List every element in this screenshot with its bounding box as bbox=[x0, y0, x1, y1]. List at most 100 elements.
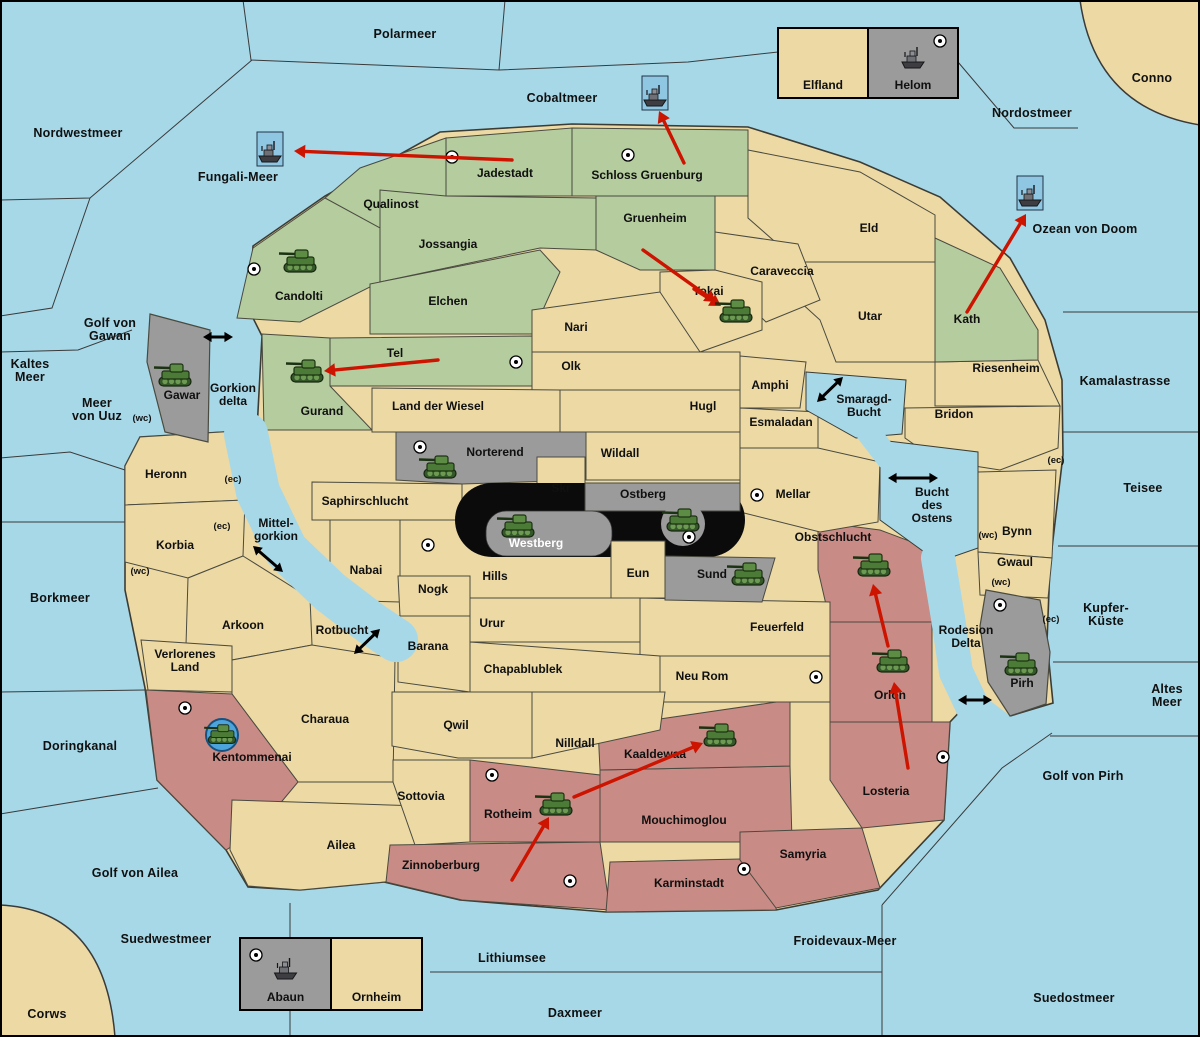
territory-label-land-der-wiesel: Land der Wiesel bbox=[392, 399, 484, 413]
territory-eld[interactable] bbox=[747, 149, 936, 263]
territory-label-qwil: Qwil bbox=[443, 718, 468, 732]
canal-tag: (ec) bbox=[1043, 614, 1060, 625]
sea-border bbox=[0, 329, 133, 353]
sea-label-nordostmeer: Nordostmeer bbox=[992, 106, 1072, 120]
territory-label-sottovia: Sottovia bbox=[397, 789, 445, 803]
territory-corws[interactable] bbox=[0, 904, 116, 1037]
attack-arrow bbox=[965, 214, 1026, 314]
territory-label-wildall: Wildall bbox=[601, 446, 640, 460]
attack-arrow bbox=[572, 741, 703, 799]
territory-elchen[interactable] bbox=[369, 249, 561, 335]
supply-marker bbox=[485, 768, 499, 782]
territory-label-bynn: Bynn bbox=[1002, 524, 1032, 538]
sea-label-froidevaux-meer: Froidevaux-Meer bbox=[793, 934, 896, 948]
sea-label-suedostmeer: Suedostmeer bbox=[1033, 991, 1114, 1005]
legend-cell-ornheim[interactable] bbox=[330, 937, 423, 1011]
territory-label-esmaladan: Esmaladan bbox=[749, 415, 812, 429]
ship-unit-fungali-meer[interactable] bbox=[256, 131, 284, 167]
territory-label-feuerfeld: Feuerfeld bbox=[750, 620, 804, 634]
tank-unit-kaaldewaa[interactable] bbox=[698, 723, 737, 747]
territory-bynn[interactable] bbox=[977, 469, 1057, 559]
supply-marker bbox=[413, 440, 427, 454]
tank-unit-sund[interactable] bbox=[726, 562, 765, 586]
territory-label-losteria: Losteria bbox=[863, 784, 910, 798]
sea-border bbox=[0, 787, 159, 815]
territory-label-arkoon: Arkoon bbox=[222, 618, 264, 632]
territory-label-nogk: Nogk bbox=[418, 582, 448, 596]
territory-label-jossangia: Jossangia bbox=[419, 237, 478, 251]
supply-marker bbox=[509, 355, 523, 369]
tank-unit-pirh[interactable] bbox=[999, 652, 1038, 676]
territory-samyria[interactable] bbox=[739, 827, 881, 909]
sea-border bbox=[0, 451, 126, 471]
tank-unit-orlon[interactable] bbox=[871, 649, 910, 673]
territory-neu-rom[interactable] bbox=[659, 655, 831, 703]
territory-sottovia[interactable] bbox=[392, 759, 471, 846]
ship-unit-cobaltmeer[interactable] bbox=[641, 75, 669, 111]
tank-unit-yokai[interactable] bbox=[714, 299, 753, 323]
sea-label-borkmeer: Borkmeer bbox=[30, 591, 90, 605]
territory-label-norterend: Norterend bbox=[466, 445, 523, 459]
sea-border bbox=[0, 689, 146, 693]
canal-tag: (ec) bbox=[1048, 455, 1065, 466]
sea-label-conno: Conno bbox=[1132, 71, 1173, 85]
territory-ostberg[interactable] bbox=[584, 482, 741, 512]
territory-qwil[interactable] bbox=[391, 691, 533, 759]
territory-label-zinnoberburg: Zinnoberburg bbox=[402, 858, 480, 872]
strait-arrow bbox=[958, 694, 992, 706]
legend-cell-elfland[interactable] bbox=[777, 27, 869, 99]
tank-unit-obstschlucht[interactable] bbox=[852, 553, 891, 577]
water-label-rotbucht: Rotbucht bbox=[316, 623, 369, 637]
territory-jadestadt[interactable] bbox=[445, 127, 573, 197]
territory-label-rotheim: Rotheim bbox=[484, 807, 532, 821]
territory-label-hills: Hills bbox=[482, 569, 508, 583]
territory-conno[interactable] bbox=[1079, 0, 1200, 126]
territory-label-ailea: Ailea bbox=[327, 838, 356, 852]
territory-gwaul[interactable] bbox=[977, 551, 1053, 599]
territory-label-mouchimoglou: Mouchimoglou bbox=[641, 813, 726, 827]
canal-tag: (ec) bbox=[214, 521, 231, 532]
tank-unit-gurand[interactable] bbox=[285, 359, 324, 383]
tank-unit-westberg[interactable] bbox=[496, 514, 535, 538]
tank-unit-ostberg[interactable] bbox=[661, 508, 700, 532]
tank-unit-rotheim[interactable] bbox=[534, 792, 573, 816]
water-channel bbox=[879, 439, 979, 563]
sea-label-kamalastrasse: Kamalastrasse bbox=[1080, 374, 1171, 388]
strait-arrow bbox=[203, 331, 233, 343]
tank-unit-norterend[interactable] bbox=[418, 455, 457, 479]
territory-mouchimoglou[interactable] bbox=[599, 765, 793, 843]
legend-ship-icon-helom[interactable] bbox=[901, 47, 925, 69]
territory-zinnoberburg[interactable] bbox=[385, 841, 611, 911]
tank-unit-gawar[interactable] bbox=[153, 363, 192, 387]
territory-kaaldewaa[interactable] bbox=[597, 699, 791, 771]
territory-schloss-gruenburg[interactable] bbox=[571, 127, 749, 197]
supply-marker bbox=[563, 874, 577, 888]
territory-nilldall[interactable] bbox=[531, 691, 666, 759]
ship-unit-ozean-von-doom[interactable] bbox=[1016, 175, 1044, 211]
sea-label-doringkanal: Doringkanal bbox=[43, 739, 117, 753]
territory-label-riesenheim: Riesenheim bbox=[972, 361, 1039, 375]
territory-label-saphirschlucht: Saphirschlucht bbox=[322, 494, 409, 508]
legend-ship-icon-abaun[interactable] bbox=[273, 958, 298, 980]
canal-tag: (ec) bbox=[225, 474, 242, 485]
sea-border bbox=[242, 0, 500, 71]
canal-tag: (wc) bbox=[131, 566, 150, 577]
strait-arrow bbox=[888, 472, 938, 484]
legend-label-ornheim: Ornheim bbox=[352, 990, 401, 1004]
tank-unit-candolti[interactable] bbox=[278, 249, 317, 273]
sea-label-suedwestmeer: Suedwestmeer bbox=[121, 932, 212, 946]
sea-label-lithiumsee: Lithiumsee bbox=[478, 951, 546, 965]
territory-label-mellar: Mellar bbox=[776, 487, 811, 501]
sea-label-ozean-von-doom: Ozean von Doom bbox=[1033, 222, 1138, 236]
tank-unit-kentommenai[interactable] bbox=[204, 724, 237, 745]
territory-label-nari: Nari bbox=[564, 320, 587, 334]
territory-label-tel: Tel bbox=[387, 346, 403, 360]
territory-label-charaua: Charaua bbox=[301, 712, 349, 726]
territory-pirh[interactable] bbox=[979, 589, 1051, 717]
